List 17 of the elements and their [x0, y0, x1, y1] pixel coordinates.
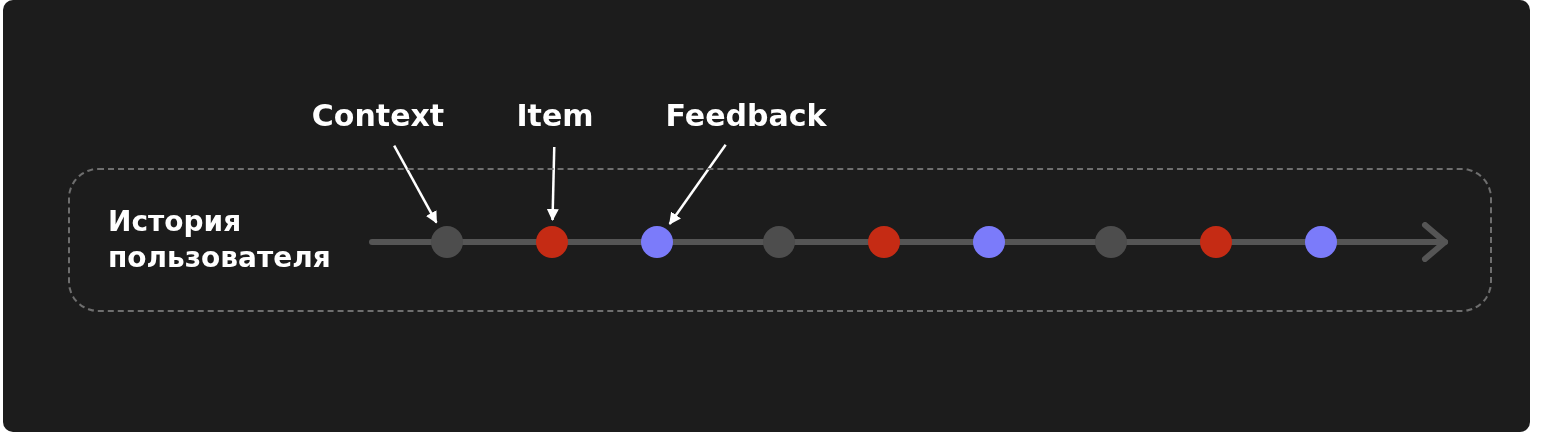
- event-label: Item: [510, 97, 600, 135]
- event-dot: [536, 226, 568, 258]
- event-dot: [1305, 226, 1337, 258]
- arrow: [668, 144, 727, 225]
- event-dot: [1200, 226, 1232, 258]
- dashed-frame: [68, 168, 1492, 312]
- arrow: [546, 146, 559, 221]
- event-label: Context: [303, 97, 453, 135]
- event-dot: [763, 226, 795, 258]
- event-dot: [868, 226, 900, 258]
- event-dot: [641, 226, 673, 258]
- arrow: [393, 144, 438, 224]
- event-dot: [431, 226, 463, 258]
- event-dot: [1095, 226, 1127, 258]
- event-label: Feedback: [661, 97, 831, 135]
- event-dot: [973, 226, 1005, 258]
- timeline-title: История пользователя: [108, 204, 332, 276]
